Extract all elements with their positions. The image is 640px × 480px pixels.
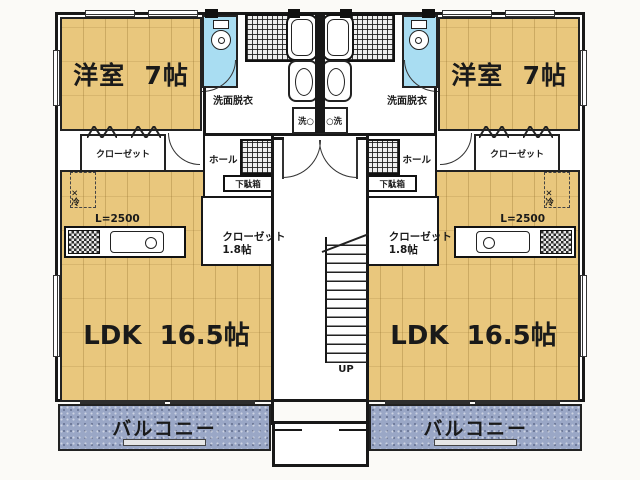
vent-box: [205, 9, 218, 18]
refrigerator-label: ✕ 冷: [71, 189, 80, 209]
party-wall: [320, 12, 325, 133]
wall: [274, 137, 284, 140]
bedroom-label: 洋室 7帖: [451, 61, 567, 90]
kitchen-counter: [454, 226, 576, 258]
bedroom-label: 洋室 7帖: [73, 61, 189, 90]
bathtub-icon: [322, 14, 354, 61]
washbasin-icon: [322, 60, 352, 102]
balcony: バルコニー: [58, 404, 271, 451]
closet: クローゼット: [474, 134, 560, 172]
closet-1-8-label: クローゼット 1.8帖: [222, 231, 286, 257]
washroom-label: 洗面脱衣: [387, 96, 427, 107]
unit-left: 洋室 7帖 クローゼット 1.8帖 クローゼット 洗面脱衣 洗○ ホール: [53, 9, 320, 468]
balcony: バルコニー: [369, 404, 582, 451]
toilet-bowl-icon: [409, 30, 429, 50]
entrance-porch: [272, 421, 369, 467]
window: [580, 50, 587, 106]
bathtub-icon: [286, 14, 318, 61]
door-arc: [440, 133, 472, 165]
sink-icon: [110, 231, 164, 253]
party-wall: [315, 12, 320, 133]
kitchen-length-label: L=2500: [500, 213, 545, 225]
door-arc: [168, 133, 200, 165]
refrigerator-label: ✕ 冷: [545, 189, 554, 209]
unit-right: 洋室 7帖 クローゼット 1.8帖 クローゼット 洗面脱衣 ○洗 ホール: [320, 9, 587, 468]
window: [505, 10, 555, 17]
balcony-label: バルコニー: [423, 418, 528, 440]
stairs-up-label: UP: [338, 364, 354, 375]
window: [148, 10, 198, 17]
refrigerator-space: ✕ 冷: [70, 172, 96, 208]
stairwell-wall: [271, 133, 274, 425]
ldk-room: [60, 170, 273, 402]
toilet-tank-icon: [213, 20, 229, 29]
ldk-label: LDK 16.5帖: [83, 321, 250, 351]
ldk-label: LDK 16.5帖: [390, 321, 557, 351]
entry-tile: [366, 139, 400, 175]
closet-1-8: クローゼット 1.8帖: [201, 196, 286, 266]
vent-box: [422, 9, 435, 18]
vent-box: [340, 9, 352, 18]
folding-door-icon: [87, 126, 117, 138]
shoe-cabinet-label: 下駄箱: [235, 179, 261, 190]
closet-1-8-label: クローゼット 1.8帖: [388, 231, 452, 257]
toilet-bowl-icon: [211, 30, 231, 50]
sliding-door: [170, 400, 255, 405]
kitchen-counter: [64, 226, 186, 258]
entry-tile: [240, 139, 274, 175]
wall: [356, 137, 366, 140]
closet-label: クローゼット: [490, 149, 545, 160]
wall: [434, 88, 437, 135]
folding-door-icon: [479, 126, 509, 138]
folding-door-icon: [523, 126, 553, 138]
kitchen-length-label: L=2500: [95, 213, 140, 225]
washing-machine-label: ○洗: [326, 116, 342, 127]
entry-door-leaf: [282, 140, 284, 179]
shoe-cabinet: 下駄箱: [367, 175, 417, 192]
hall-label: ホール: [402, 155, 431, 166]
staircase: [325, 237, 367, 363]
sink-icon: [476, 231, 530, 253]
bedroom: 洋室 7帖: [60, 17, 202, 131]
window: [53, 275, 60, 357]
fridge-cross-mark: ✕: [71, 189, 79, 199]
window: [580, 275, 587, 357]
vent-box: [288, 9, 300, 18]
washroom-label: 洗面脱衣: [213, 96, 253, 107]
stove-icon: [68, 230, 100, 254]
sliding-door: [80, 400, 165, 405]
washbasin-icon: [288, 60, 318, 102]
closet-label: クローゼット: [95, 149, 150, 160]
refrigerator-space: ✕ 冷: [544, 172, 570, 208]
stove-icon: [540, 230, 572, 254]
wall: [203, 88, 206, 135]
closet-1-8: クローゼット 1.8帖: [367, 196, 452, 266]
shoe-cabinet: 下駄箱: [223, 175, 273, 192]
bedroom: 洋室 7帖: [438, 17, 580, 131]
window: [85, 10, 135, 17]
entry-door-leaf: [356, 140, 358, 179]
toilet-tank-icon: [411, 20, 427, 29]
hall-label: ホール: [209, 155, 238, 166]
balcony-label: バルコニー: [112, 418, 217, 440]
shoe-cabinet-label: 下駄箱: [379, 179, 405, 190]
washing-machine-label: 洗○: [298, 116, 314, 127]
folding-door-icon: [131, 126, 161, 138]
window: [442, 10, 492, 17]
window: [53, 50, 60, 106]
closet: クローゼット: [80, 134, 166, 172]
